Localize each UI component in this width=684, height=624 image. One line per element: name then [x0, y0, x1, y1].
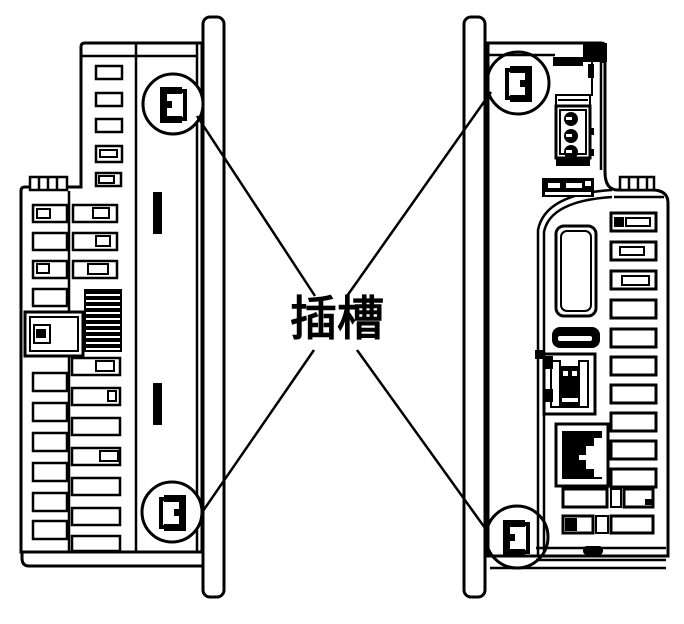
corner-latch — [553, 43, 607, 78]
vent-detail — [36, 207, 111, 275]
usb-port — [535, 327, 600, 416]
dip-switch-block — [542, 178, 594, 197]
card-slot — [554, 224, 598, 318]
striped-block — [84, 289, 122, 352]
bottom-slots — [561, 487, 655, 555]
mounting-tab — [618, 175, 656, 192]
inner-panel — [536, 188, 613, 556]
power-terminal — [554, 94, 594, 166]
right-top-slot-callout — [485, 50, 551, 116]
vent-detail — [95, 360, 119, 462]
panel-seams — [67, 43, 199, 552]
vent-detail — [619, 217, 651, 286]
mounting-tab — [28, 175, 69, 192]
left-top-slot-callout — [141, 72, 205, 136]
right-bottom-slot-callout — [484, 504, 550, 570]
vent-detail — [614, 217, 624, 227]
leader-lines — [195, 91, 493, 529]
side-connector — [23, 310, 85, 358]
front-panel-bezel — [462, 15, 487, 599]
guide-bar — [153, 192, 162, 425]
vent-slots-lower — [31, 356, 122, 553]
right-side-view — [462, 15, 670, 599]
slot-label: 插槽 — [290, 292, 384, 347]
bottom-edge — [20, 552, 202, 568]
ethernet-port — [554, 422, 610, 488]
vent-detail — [98, 149, 118, 184]
left-bottom-slot-callout — [140, 480, 204, 544]
front-panel-bezel — [201, 15, 226, 599]
left-side-view — [19, 15, 226, 599]
